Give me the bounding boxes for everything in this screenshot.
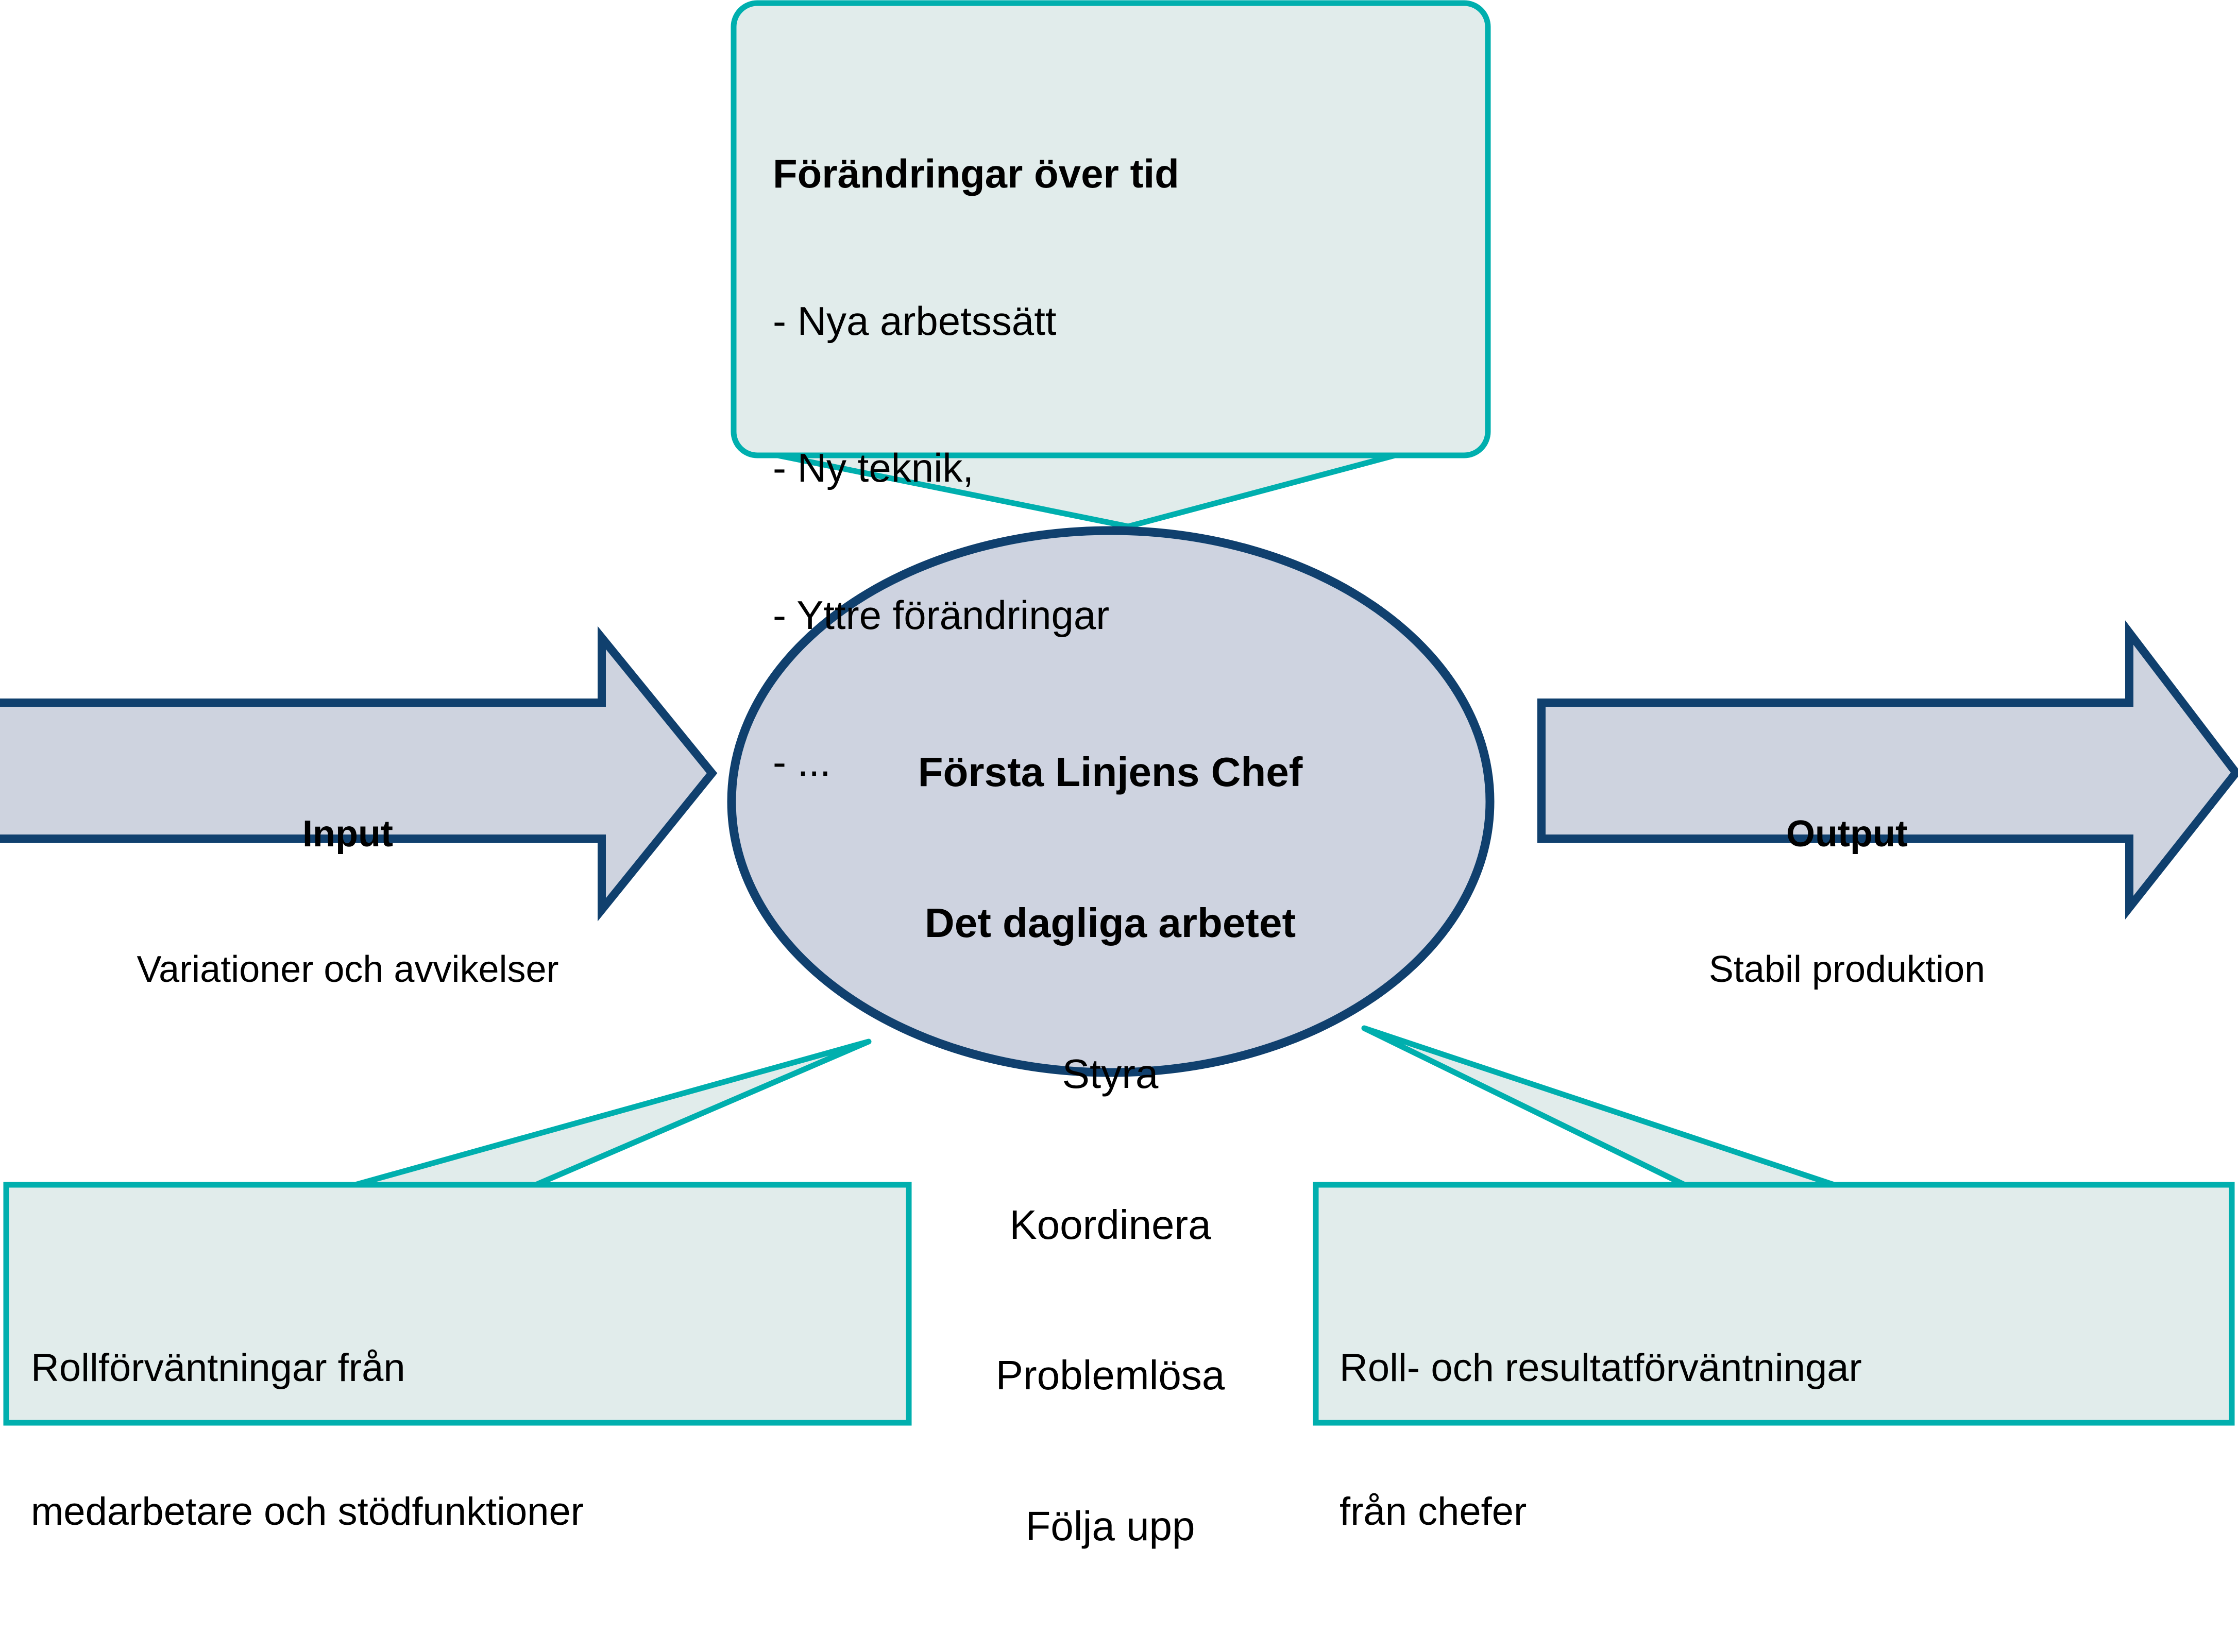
bottom-left-callout-line-2: medarbetare och stödfunktioner <box>31 1489 584 1534</box>
output-arrow-title: Output <box>1786 813 1908 855</box>
center-node-task-1: Styra <box>1062 1050 1159 1097</box>
top-callout-heading: Förändringar över tid <box>773 151 1179 197</box>
bottom-left-callout-box[interactable] <box>3 1182 912 1426</box>
output-arrow-content: Output Stabil produktion <box>1551 721 2143 1083</box>
top-callout-item-2: - Ny teknik, <box>773 445 974 491</box>
top-callout-box[interactable] <box>731 0 1491 458</box>
center-role-ellipse[interactable] <box>727 526 1495 1077</box>
center-node-task-3: Problemlösa <box>995 1352 1225 1399</box>
center-node-task-2: Koordinera <box>1009 1201 1211 1248</box>
output-arrow-shape[interactable] <box>1537 620 2238 920</box>
top-callout-item-3: - Yttre förändringar <box>773 592 1110 638</box>
bottom-left-callout-line-1: Rollförväntningar från <box>31 1346 405 1390</box>
center-node-title-line-1: Första Linjens Chef <box>918 749 1303 795</box>
bottom-right-callout-line-2: från chefer <box>1340 1489 1527 1534</box>
bottom-left-callout-content: Rollförväntningar från medarbetare och s… <box>31 1249 886 1631</box>
top-callout-item-4: - ... <box>773 739 831 785</box>
top-callout-content: Förändringar över tid - Nya arbetssätt -… <box>773 52 1463 885</box>
input-arrow-shape[interactable] <box>0 626 718 922</box>
bottom-right-callout-box[interactable] <box>1313 1182 2235 1426</box>
input-arrow-title: Input <box>302 813 393 855</box>
diagram-shapes-layer <box>0 0 2238 1426</box>
bottom-right-callout-content: Roll- och resultatförväntningar från che… <box>1340 1249 2210 1631</box>
output-arrow-subtitle: Stabil produktion <box>1708 949 1986 991</box>
center-node-title-line-2: Det dagliga arbetet <box>924 899 1296 946</box>
input-arrow-content: Input Variationer och avvikelser <box>10 721 685 1083</box>
diagram-canvas: Förändringar över tid - Nya arbetssätt -… <box>0 0 2238 1549</box>
input-arrow-subtitle: Variationer och avvikelser <box>137 949 559 991</box>
bottom-right-callout-line-1: Roll- och resultatförväntningar <box>1340 1346 1862 1390</box>
top-callout-item-1: - Nya arbetssätt <box>773 298 1057 344</box>
